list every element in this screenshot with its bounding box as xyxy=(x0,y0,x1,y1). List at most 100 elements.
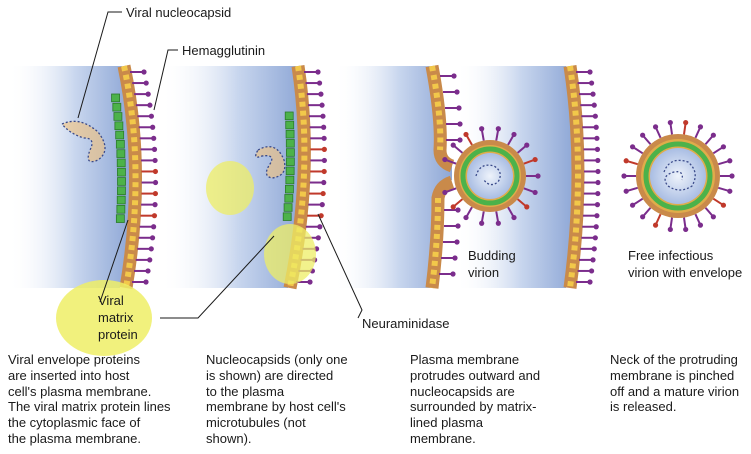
hemagglutinin-spike xyxy=(308,103,325,108)
hemagglutinin-spike xyxy=(624,188,638,194)
hemagglutinin-spike xyxy=(706,208,716,220)
hemagglutinin-spike xyxy=(310,180,327,185)
hemagglutinin-spike xyxy=(695,214,703,228)
hemagglutinin-spike xyxy=(582,224,599,229)
hemagglutinin-spike xyxy=(130,69,147,74)
hemagglutinin-spike xyxy=(132,80,149,85)
caption-step-2: Nucleocapsids (only one is shown) are di… xyxy=(206,352,386,447)
hemagglutinin-spike xyxy=(445,105,462,110)
hemagglutinin-spike xyxy=(580,103,597,108)
hemagglutinin-spike xyxy=(439,271,456,276)
hemagglutinin-spike xyxy=(576,69,593,74)
hemagglutinin-spike xyxy=(136,103,153,108)
neuraminidase-spike xyxy=(307,213,324,218)
hemagglutinin-spike xyxy=(306,224,323,229)
highlight-blob xyxy=(264,224,316,284)
hemagglutinin-spike xyxy=(578,268,595,273)
hemagglutinin-spike xyxy=(310,125,327,130)
hemagglutinin-spike xyxy=(668,120,673,134)
hemagglutinin-spike xyxy=(441,255,458,260)
hemagglutinin-spike xyxy=(584,169,601,174)
hemagglutinin-spike xyxy=(141,202,158,207)
neuraminidase-spike xyxy=(653,214,661,228)
hemagglutinin-spike xyxy=(706,133,716,145)
neuraminidase-spike xyxy=(141,169,158,174)
hemagglutinin-spike xyxy=(443,89,460,94)
neuraminidase-spike xyxy=(310,169,327,174)
hemagglutinin-spike xyxy=(140,136,157,141)
caption-step-4: Neck of the protruding membrane is pinch… xyxy=(610,352,750,415)
hemagglutinin-spike xyxy=(718,158,732,164)
free-virion-label-line1: Free infectious xyxy=(628,248,714,263)
hemagglutinin-spike xyxy=(578,80,595,85)
hemagglutinin-spike xyxy=(695,124,703,138)
hemagglutinin-spike xyxy=(621,173,636,178)
matrix-protein-label-line1: Viral xyxy=(98,293,124,308)
hemagglutinin-spike xyxy=(137,114,154,119)
hemagglutinin-spike xyxy=(583,147,600,152)
hemagglutinin-spike xyxy=(718,188,732,194)
hemagglutinin-spike xyxy=(139,125,156,130)
hemagglutinin-spike xyxy=(444,223,461,228)
matrix-protein-label-line2: matrix xyxy=(98,310,134,325)
free-virion xyxy=(636,134,720,218)
hemagglutinin-spike xyxy=(630,144,643,153)
budding-virion xyxy=(454,140,526,212)
hemagglutinin-spike xyxy=(446,121,463,126)
hemagglutinin-spike xyxy=(309,114,326,119)
hemagglutinin-spike xyxy=(142,180,159,185)
hemagglutinin-label: Hemagglutinin xyxy=(182,43,265,58)
hemagglutinin-spike xyxy=(640,208,650,220)
hemagglutinin-spike xyxy=(132,279,149,284)
hemagglutinin-spike xyxy=(683,218,688,232)
hemagglutinin-spike xyxy=(630,199,643,208)
hemagglutinin-spike xyxy=(583,202,600,207)
matrix-protein-label-line3: protein xyxy=(98,327,138,342)
hemagglutinin-spike xyxy=(579,257,596,262)
hemagglutinin-spike xyxy=(668,218,673,232)
hemagglutinin-spike xyxy=(134,268,151,273)
hemagglutinin-spike xyxy=(137,246,154,251)
neuraminidase-spike xyxy=(140,213,157,218)
hemagglutinin-spike xyxy=(581,235,598,240)
hemagglutinin-spike xyxy=(713,144,726,153)
neuraminidase-spike xyxy=(310,147,327,152)
highlight-blob xyxy=(206,161,254,215)
neuraminidase-spike xyxy=(624,158,638,164)
free-virion-label-line2: virion with envelope xyxy=(628,265,742,280)
neuraminidase-spike xyxy=(141,191,158,196)
hemagglutinin-spike xyxy=(141,158,158,163)
hemagglutinin-spike xyxy=(584,191,601,196)
hemagglutinin-spike xyxy=(582,125,599,130)
hemagglutinin-spike xyxy=(576,279,593,284)
hemagglutinin-spike xyxy=(307,92,324,97)
hemagglutinin-spike xyxy=(584,158,601,163)
hemagglutinin-spike xyxy=(584,180,601,185)
hemagglutinin-spike xyxy=(580,246,597,251)
hemagglutinin-spike xyxy=(583,136,600,141)
hemagglutinin-spike xyxy=(304,69,321,74)
hemagglutinin-spike xyxy=(306,80,323,85)
hemagglutinin-spike xyxy=(579,92,596,97)
hemagglutinin-spike xyxy=(136,257,153,262)
hemagglutinin-spike xyxy=(310,158,327,163)
hemagglutinin-spike xyxy=(141,147,158,152)
neuraminidase-spike xyxy=(683,120,688,134)
budding-virion-label-line2: virion xyxy=(468,265,499,280)
hemagglutinin-spike xyxy=(308,202,325,207)
viral-nucleocapsid-label: Viral nucleocapsid xyxy=(126,5,231,20)
budding-virion-label-line1: Budding xyxy=(468,248,516,263)
neuraminidase-spike xyxy=(309,191,326,196)
caption-step-1: Viral envelope proteins are inserted int… xyxy=(8,352,198,447)
hemagglutinin-spike xyxy=(140,224,157,229)
caption-step-3: Plasma membrane protrudes outward and nu… xyxy=(410,352,600,447)
hemagglutinin-spike xyxy=(640,133,650,145)
hemagglutinin-spike xyxy=(581,114,598,119)
hemagglutinin-spike xyxy=(720,173,735,178)
hemagglutinin-spike xyxy=(443,239,460,244)
neuraminidase-label: Neuraminidase xyxy=(362,316,449,331)
hemagglutinin-spike xyxy=(653,124,661,138)
hemagglutinin-spike xyxy=(446,137,463,142)
neuraminidase-spike xyxy=(713,199,726,208)
hemagglutinin-spike xyxy=(583,213,600,218)
